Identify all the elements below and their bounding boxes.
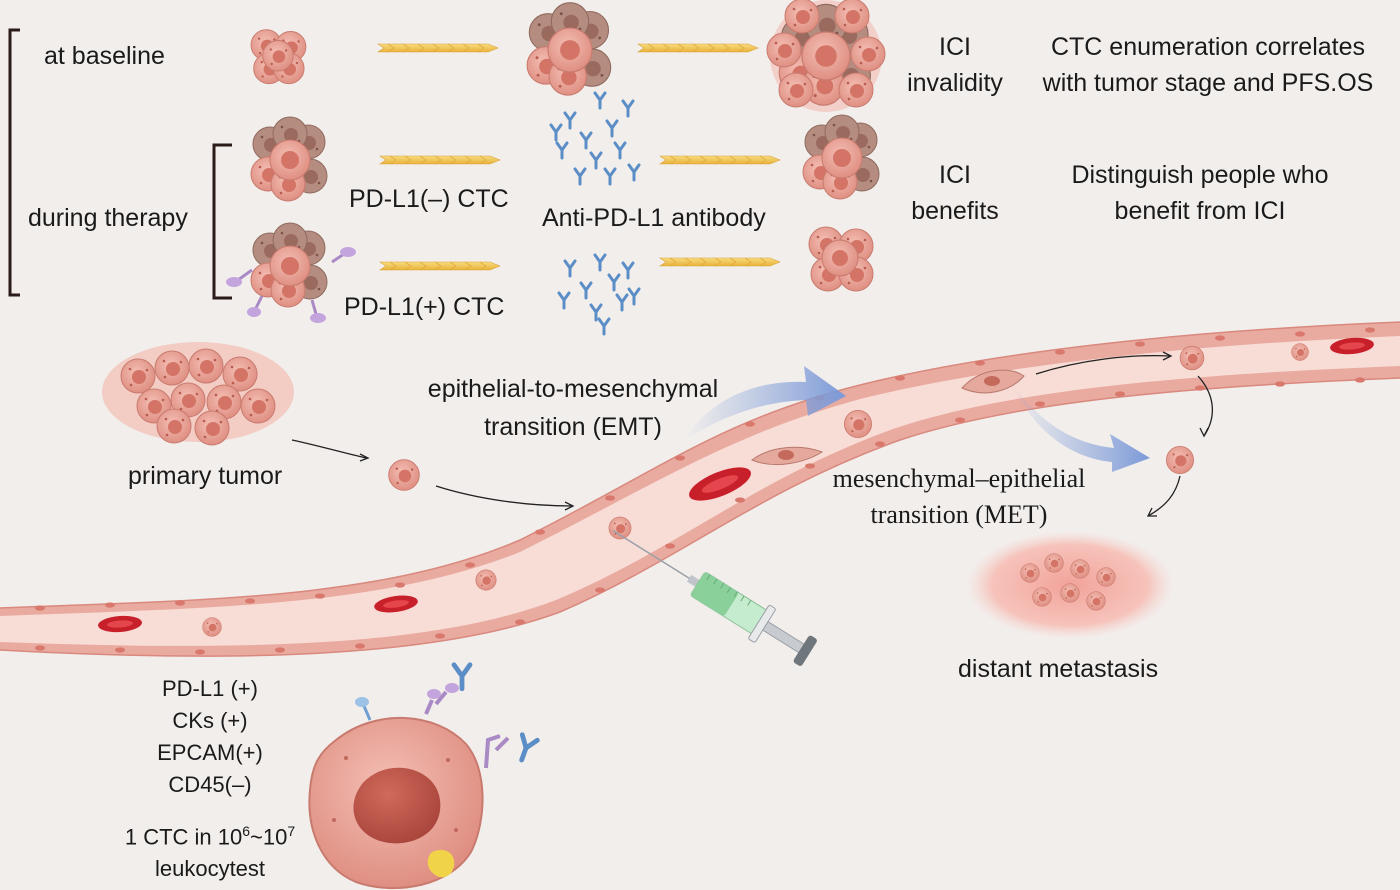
tumor-cluster-icon bbox=[226, 223, 356, 323]
emt-line1: epithelial-to-mesenchymal bbox=[427, 375, 719, 403]
tumor-cluster-icon bbox=[808, 226, 874, 292]
ratio-mid: ~10 bbox=[250, 824, 288, 850]
tumor-cluster-icon bbox=[803, 115, 879, 199]
ratio-exp1: 6 bbox=[242, 823, 251, 839]
ici-benefits-line1: ICI bbox=[939, 161, 971, 189]
distinguish-line1: Distinguish people who bbox=[1071, 161, 1329, 189]
outer-bracket bbox=[8, 28, 20, 297]
yellow-arrow-icon bbox=[659, 155, 781, 165]
emt-arrow-icon bbox=[684, 366, 846, 440]
label-at-baseline: at baseline bbox=[44, 42, 165, 70]
ici-benefits-line2: benefits bbox=[911, 197, 999, 225]
label-ctc-enumeration: CTC enumeration correlates with tumor st… bbox=[1022, 32, 1394, 98]
marker-pdl1: PD-L1 (+) bbox=[162, 676, 258, 701]
ctc-cell-icon bbox=[388, 459, 420, 491]
tumor-cluster-icon bbox=[527, 3, 611, 95]
ctc-cell-icon bbox=[308, 665, 537, 889]
label-anti-pdl1-antibody: Anti-PD-L1 antibody bbox=[542, 204, 766, 232]
label-distinguish-people: Distinguish people who benefit from ICI bbox=[1040, 160, 1360, 226]
ctc-ratio: 1 CTC in 106~107 bbox=[110, 815, 310, 853]
circulating-cells bbox=[202, 343, 1309, 637]
distinguish-line2: benefit from ICI bbox=[1114, 197, 1286, 225]
label-ici-benefits: ICI benefits bbox=[895, 160, 1015, 226]
ratio-suffix: leukocytest bbox=[154, 856, 266, 882]
ici-invalidity-line1: ICI bbox=[939, 33, 971, 61]
ici-invalidity-line2: invalidity bbox=[907, 69, 1003, 97]
yellow-arrow-icon bbox=[379, 261, 501, 271]
syringe-icon bbox=[612, 529, 817, 666]
marker-cks: CKs (+) bbox=[172, 708, 248, 733]
label-ici-invalidity: ICI invalidity bbox=[895, 32, 1015, 98]
yellow-arrow-icon bbox=[379, 155, 501, 165]
marker-epcam: EPCAM(+) bbox=[157, 740, 263, 765]
met-arrow-icon bbox=[1010, 380, 1150, 472]
ratio-exp2: 7 bbox=[287, 823, 296, 839]
distant-metastasis-icon bbox=[966, 531, 1174, 639]
label-primary-tumor: primary tumor bbox=[128, 462, 283, 490]
emt-line2: transition (EMT) bbox=[484, 413, 662, 441]
flow-arrows bbox=[291, 351, 1214, 517]
label-distant-metastasis: distant metastasis bbox=[958, 655, 1159, 683]
tumor-cluster-icon bbox=[251, 117, 327, 201]
tumor-cluster-icon bbox=[251, 30, 306, 84]
label-pdl1-positive-ctc: PD-L1(+) CTC bbox=[344, 293, 505, 321]
marker-list: PD-L1 (+) CKs (+) EPCAM(+) CD45(–) 1 CTC… bbox=[110, 673, 310, 885]
yellow-arrow-icon bbox=[659, 257, 781, 267]
label-pdl1-negative-ctc: PD-L1(–) CTC bbox=[349, 185, 509, 213]
label-met: mesenchymal–epithelial transition (MET) bbox=[804, 464, 1114, 530]
ratio-prefix: 1 CTC in 10 bbox=[124, 824, 243, 850]
label-during-therapy: during therapy bbox=[28, 204, 188, 232]
antibody-icon bbox=[557, 253, 641, 336]
yellow-arrow-icon bbox=[637, 43, 759, 53]
yellow-arrow-icon bbox=[377, 43, 499, 53]
marker-cd45: CD45(–) bbox=[168, 772, 252, 797]
inner-bracket bbox=[212, 143, 232, 300]
tumor-cluster-icon bbox=[766, 0, 886, 112]
ctc-enumeration-line1: CTC enumeration correlates bbox=[1050, 33, 1365, 61]
antibody-icon bbox=[549, 91, 641, 186]
primary-tumor-icon bbox=[102, 342, 294, 446]
ctc-cell-icon bbox=[1166, 445, 1194, 475]
ctc-enumeration-line2: with tumor stage and PFS.OS bbox=[1042, 69, 1374, 97]
met-line1: mesenchymal–epithelial bbox=[832, 464, 1086, 493]
label-emt: epithelial-to-mesenchymal transition (EM… bbox=[400, 374, 746, 442]
met-line2: transition (MET) bbox=[870, 500, 1048, 529]
